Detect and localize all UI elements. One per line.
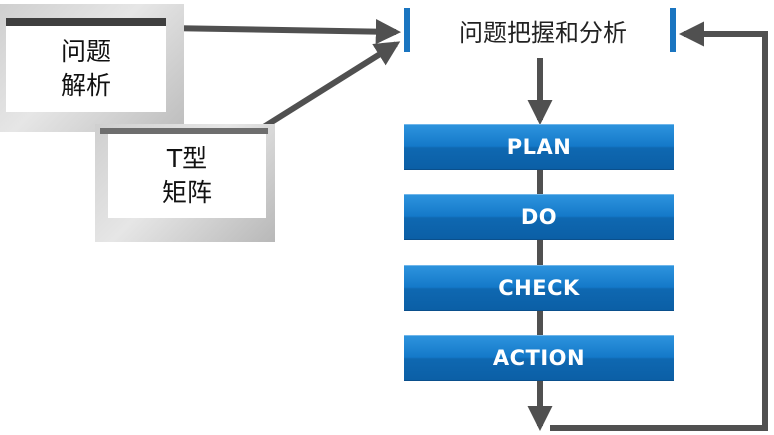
step-action: ACTION xyxy=(404,335,674,381)
arrow-feedback-loop xyxy=(550,21,768,431)
note-problem-analysis: 问题 解析 xyxy=(6,26,166,112)
arrow-note1-to-heading xyxy=(165,19,402,45)
step-check: CHECK xyxy=(404,265,674,311)
note-t-matrix-line2: 矩阵 xyxy=(161,178,212,207)
step-do: DO xyxy=(404,194,674,240)
note-problem-analysis-line2: 解析 xyxy=(60,71,111,100)
note-t-matrix-edge xyxy=(100,128,268,134)
heading-bar-right xyxy=(670,8,676,52)
step-plan: PLAN xyxy=(404,124,674,170)
arrow-note2-to-heading xyxy=(260,41,401,131)
note-problem-analysis-edge xyxy=(6,18,166,26)
note-t-matrix: T型 矩阵 xyxy=(108,134,266,218)
note-problem-analysis-line1: 问题 xyxy=(60,37,111,66)
heading-bar-left xyxy=(404,8,410,52)
heading-problem-grasp-analysis: 问题把握和分析 xyxy=(459,18,627,47)
note-t-matrix-line1: T型 xyxy=(166,144,208,173)
